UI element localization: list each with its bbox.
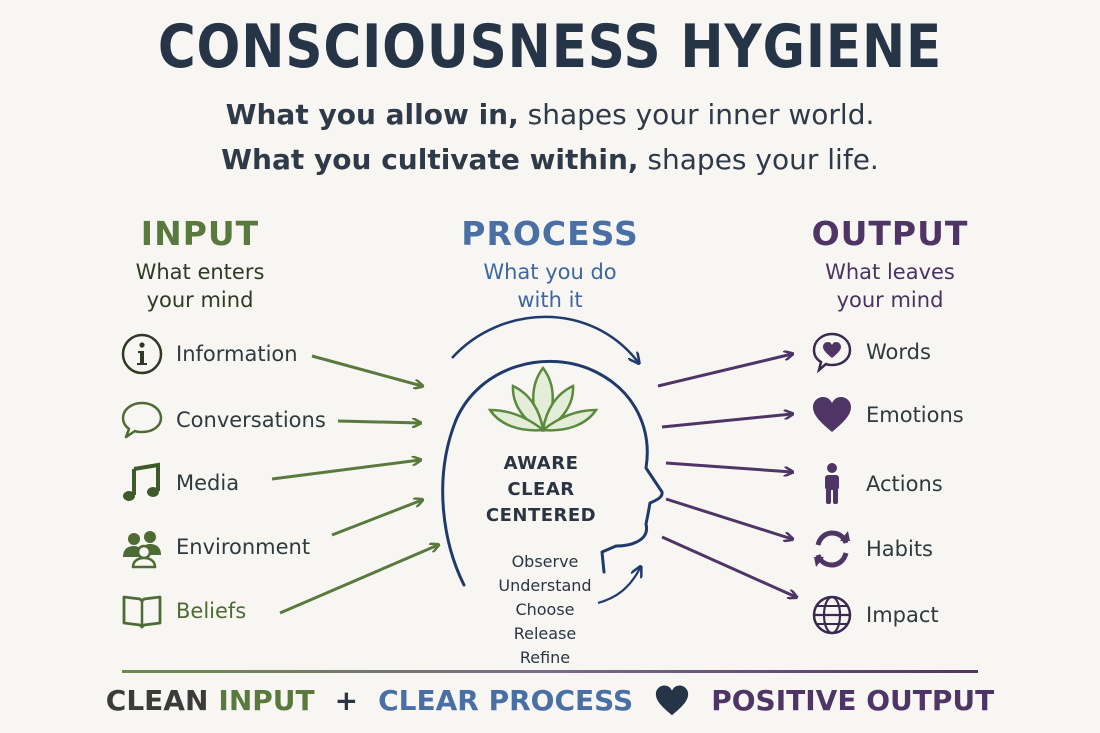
input-sub-line-1: What enters — [135, 260, 265, 284]
process-sub-line-2: with it — [517, 288, 583, 312]
input-sub-line-2: your mind — [146, 288, 254, 312]
step-refine: Refine — [519, 648, 571, 667]
input-item-information: Information — [120, 332, 298, 376]
output-label-emotions: Emotions — [866, 403, 964, 427]
arrow-information — [311, 354, 422, 386]
info-icon — [120, 332, 164, 376]
arrow-emotions — [661, 414, 792, 429]
heart-icon — [810, 393, 854, 437]
output-item-actions: Actions — [810, 462, 943, 506]
subtitle-line-2-rest: shapes your life. — [638, 143, 879, 176]
page-title: CONSCIOUSNESS HYGIENE — [157, 12, 943, 82]
subtitle-line-2: What you cultivate within, shapes your l… — [0, 143, 1100, 176]
footer-clear-process: CLEAR PROCESS — [378, 683, 634, 717]
arrow-media — [271, 460, 420, 481]
globe-icon — [810, 593, 854, 637]
input-item-beliefs: Beliefs — [120, 589, 246, 633]
speech-bubble-icon — [120, 398, 164, 442]
step-understand: Understand — [498, 576, 592, 595]
step-release: Release — [513, 624, 577, 643]
footer-heart-icon — [653, 683, 691, 717]
output-item-impact: Impact — [810, 593, 939, 637]
process-return-arrow — [597, 568, 640, 605]
process-arc-arrow — [451, 315, 638, 362]
footer-divider — [122, 670, 978, 673]
output-label-words: Words — [866, 340, 931, 364]
arrow-habits — [665, 497, 792, 539]
input-label-media: Media — [176, 471, 240, 495]
input-item-conversations: Conversations — [120, 398, 326, 442]
arrow-beliefs — [279, 545, 438, 615]
person-icon — [810, 462, 854, 506]
output-item-habits: Habits — [810, 527, 933, 571]
subtitle-line-1-rest: shapes your inner world. — [518, 98, 875, 131]
output-subheading: What leaves your mind — [790, 258, 990, 314]
footer-equation: CLEAN INPUT + CLEAR PROCESS POSITIVE OUT… — [0, 683, 1100, 717]
output-sub-line-1: What leaves — [825, 260, 955, 284]
input-item-environment: Environment — [120, 525, 310, 569]
output-item-emotions: Emotions — [810, 393, 964, 437]
music-note-icon — [120, 461, 164, 505]
subtitle-line-1-bold: What you allow in, — [225, 98, 519, 131]
arrow-environment — [331, 500, 422, 537]
cycle-icon — [810, 527, 854, 571]
output-arrows — [657, 354, 796, 597]
output-label-impact: Impact — [866, 603, 939, 627]
open-book-icon — [120, 589, 164, 633]
arrow-actions — [665, 461, 792, 472]
input-heading: INPUT — [140, 214, 260, 253]
subtitle-line-1: What you allow in, shapes your inner wor… — [0, 98, 1100, 131]
heart-speech-icon — [810, 330, 854, 374]
input-label-beliefs: Beliefs — [176, 599, 247, 623]
process-sub-line-1: What you do — [483, 260, 617, 284]
input-label-conversations: Conversations — [176, 408, 326, 432]
arrow-words — [657, 354, 792, 388]
input-item-media: Media — [120, 461, 239, 505]
input-label-environment: Environment — [176, 535, 311, 559]
step-choose: Choose — [515, 600, 575, 619]
output-label-actions: Actions — [866, 472, 943, 496]
state-clear: CLEAR — [507, 479, 575, 500]
state-aware: AWARE — [503, 453, 579, 474]
footer-positive-output: POSITIVE OUTPUT — [711, 683, 995, 717]
arrow-conversations — [337, 421, 420, 423]
output-sub-line-2: your mind — [836, 288, 944, 312]
footer-plus: + — [334, 683, 359, 717]
process-subheading: What you do with it — [440, 258, 660, 314]
state-centered: CENTERED — [485, 505, 597, 526]
input-label-information: Information — [176, 342, 298, 366]
input-subheading: What enters your mind — [90, 258, 310, 314]
subtitle-line-2-bold: What you cultivate within, — [221, 143, 639, 176]
output-item-words: Words — [810, 330, 931, 374]
head-silhouette — [441, 359, 664, 587]
output-label-habits: Habits — [866, 537, 933, 561]
lotus-icon — [487, 365, 599, 433]
output-heading: OUTPUT — [811, 214, 969, 253]
step-observe: Observe — [511, 552, 579, 571]
arrow-impact — [661, 535, 796, 597]
footer-clean: CLEAN — [105, 683, 209, 717]
footer-input: INPUT — [218, 683, 315, 717]
people-group-icon — [120, 525, 164, 569]
input-arrows — [271, 354, 438, 615]
process-heading: PROCESS — [461, 214, 639, 253]
